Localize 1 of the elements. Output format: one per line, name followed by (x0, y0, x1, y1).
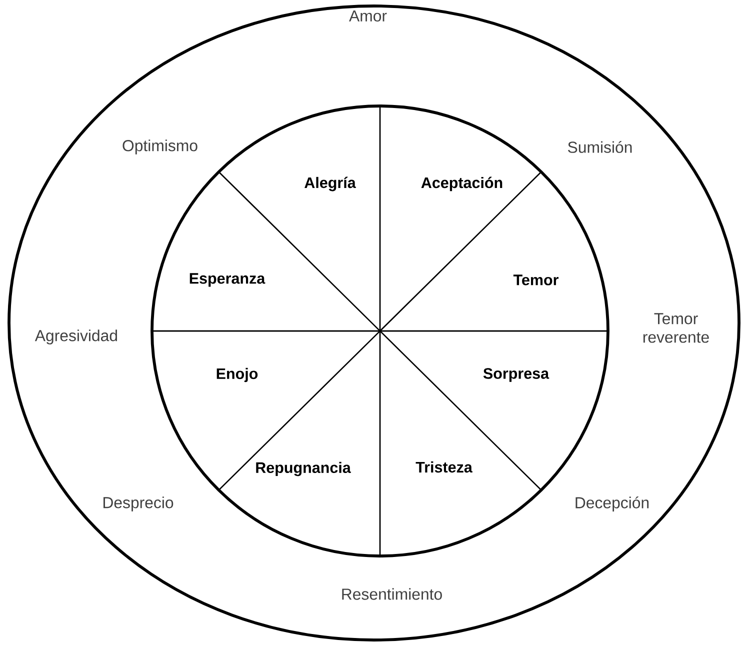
node-label: Alegría (304, 176, 356, 192)
